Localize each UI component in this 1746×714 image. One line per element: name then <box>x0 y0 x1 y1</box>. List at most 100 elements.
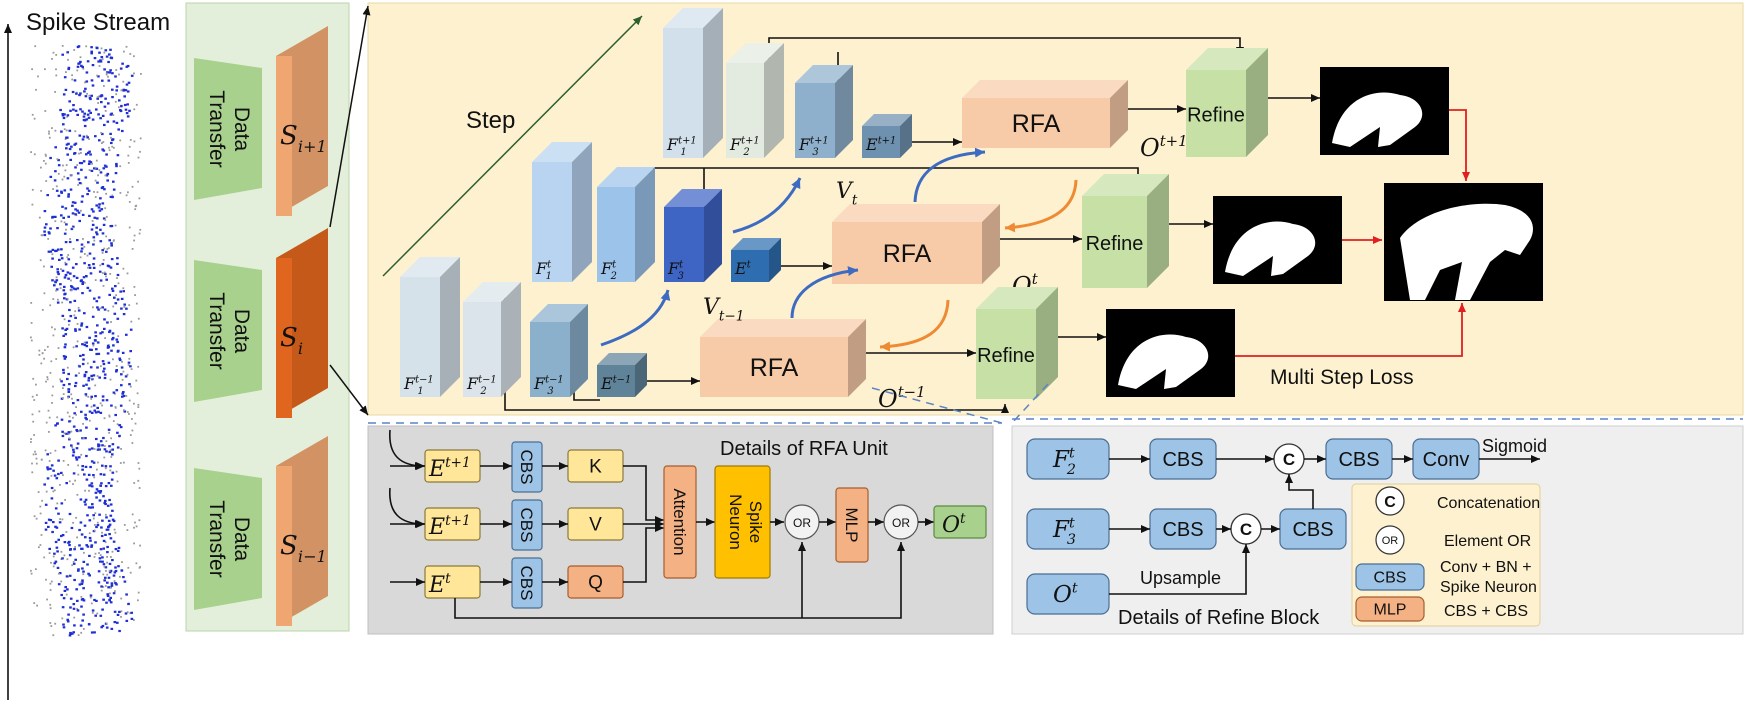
rfa-output-label-main: O <box>1140 134 1160 162</box>
refine-block-front-face <box>1186 70 1246 157</box>
spike-dot <box>80 605 83 608</box>
feature-map-side-face <box>764 43 784 158</box>
spike-dot <box>60 254 63 257</box>
spike-dot <box>111 332 115 335</box>
spike-dot <box>97 206 101 209</box>
spike-dot <box>107 519 111 522</box>
rfa-mlp-label: MLP <box>842 508 861 543</box>
feature-map <box>664 189 722 282</box>
spike-dot <box>76 65 80 68</box>
spike-dot <box>49 603 52 606</box>
spike-dot <box>121 129 124 133</box>
spike-dot <box>97 443 100 446</box>
rfa-cbs-block-shape <box>511 557 543 609</box>
spike-dot <box>126 115 130 118</box>
spike-dot <box>108 53 111 56</box>
spike-dot <box>81 343 84 346</box>
spike-dot <box>87 395 90 398</box>
spike-dot <box>128 145 131 148</box>
spike-dot <box>50 580 53 583</box>
spike-dot <box>104 499 107 502</box>
spike-dot <box>103 565 106 568</box>
spike-dot <box>133 542 135 545</box>
legend-concat-symbol <box>1375 486 1405 516</box>
legend-cbs-swatch-shape <box>1355 563 1425 591</box>
spike-dot <box>64 261 67 264</box>
spike-dot <box>112 540 116 543</box>
rfa-block-label: RFA <box>1012 110 1061 138</box>
spike-dot <box>88 532 91 535</box>
spike-dot <box>105 570 107 572</box>
spike-dot <box>53 562 57 565</box>
spike-dot <box>112 574 116 577</box>
spike-dot <box>32 453 35 456</box>
feature-map-side-face <box>703 8 723 158</box>
spike-dot <box>79 256 82 259</box>
spike-dot <box>74 316 77 319</box>
feature-map <box>530 304 588 397</box>
spike-dot <box>115 294 117 297</box>
spike-dot <box>78 134 82 137</box>
spike-dot <box>55 289 57 292</box>
spike-dot <box>68 323 70 326</box>
spike-dot <box>85 383 88 386</box>
spike-dot <box>59 378 62 381</box>
spike-dot <box>125 593 128 596</box>
spike-dot <box>51 257 54 260</box>
spike-dot <box>90 50 93 53</box>
feature-map-label-main: E <box>600 374 613 393</box>
recurrent-arrow-blue <box>790 266 859 319</box>
spike-dot <box>89 506 93 509</box>
spike-dot <box>67 277 70 280</box>
spike-dot <box>85 153 88 156</box>
spike-dot <box>54 129 57 132</box>
spike-dot <box>93 167 96 170</box>
spike-dot <box>114 75 117 78</box>
spike-dot <box>70 285 73 288</box>
spike-dot <box>129 571 132 574</box>
spike-dot <box>138 232 141 235</box>
spike-dot <box>76 399 80 402</box>
refine-block <box>1186 48 1268 157</box>
spike-dot <box>43 292 46 295</box>
spike-dot <box>107 576 111 579</box>
spike-slice-label: Si <box>280 323 303 358</box>
spike-dot <box>113 571 117 574</box>
spike-dot <box>84 413 87 416</box>
spike-dot <box>105 622 108 625</box>
spike-dot <box>89 153 92 156</box>
spike-dot <box>40 458 43 461</box>
feature-map-front-face <box>400 277 440 397</box>
spike-dot <box>54 424 57 427</box>
rfa-cbs-label: CBS <box>517 508 536 543</box>
spike-dot <box>81 282 84 285</box>
spike-dot <box>101 306 104 309</box>
spike-dot <box>63 128 66 131</box>
spike-dot <box>30 438 32 440</box>
spike-dot <box>125 619 129 622</box>
spike-dot <box>119 462 122 464</box>
spike-dot <box>68 437 71 440</box>
spike-dot <box>122 391 125 394</box>
spike-dot <box>109 225 113 228</box>
rfa-key-block-label: K <box>589 457 602 478</box>
spike-dot <box>72 104 75 107</box>
spike-dot <box>108 598 111 601</box>
spike-dot <box>48 460 51 462</box>
spike-dot <box>54 215 57 218</box>
spike-dot <box>54 507 58 510</box>
spike-dot <box>49 372 52 374</box>
rfa-cbs-block-shape <box>511 499 543 551</box>
rfa-input-label-main: E <box>428 457 445 482</box>
spike-dot <box>72 416 74 419</box>
loss-arrow-top <box>1449 109 1470 181</box>
spike-dot <box>97 75 100 78</box>
spike-slice-label: Si−1 <box>280 531 327 566</box>
spike-dot <box>88 266 92 269</box>
spike-dot <box>115 369 118 372</box>
data-transfer-label-line2: Transfer <box>205 500 228 577</box>
spike-dot <box>98 448 101 451</box>
spike-dot <box>133 619 135 621</box>
